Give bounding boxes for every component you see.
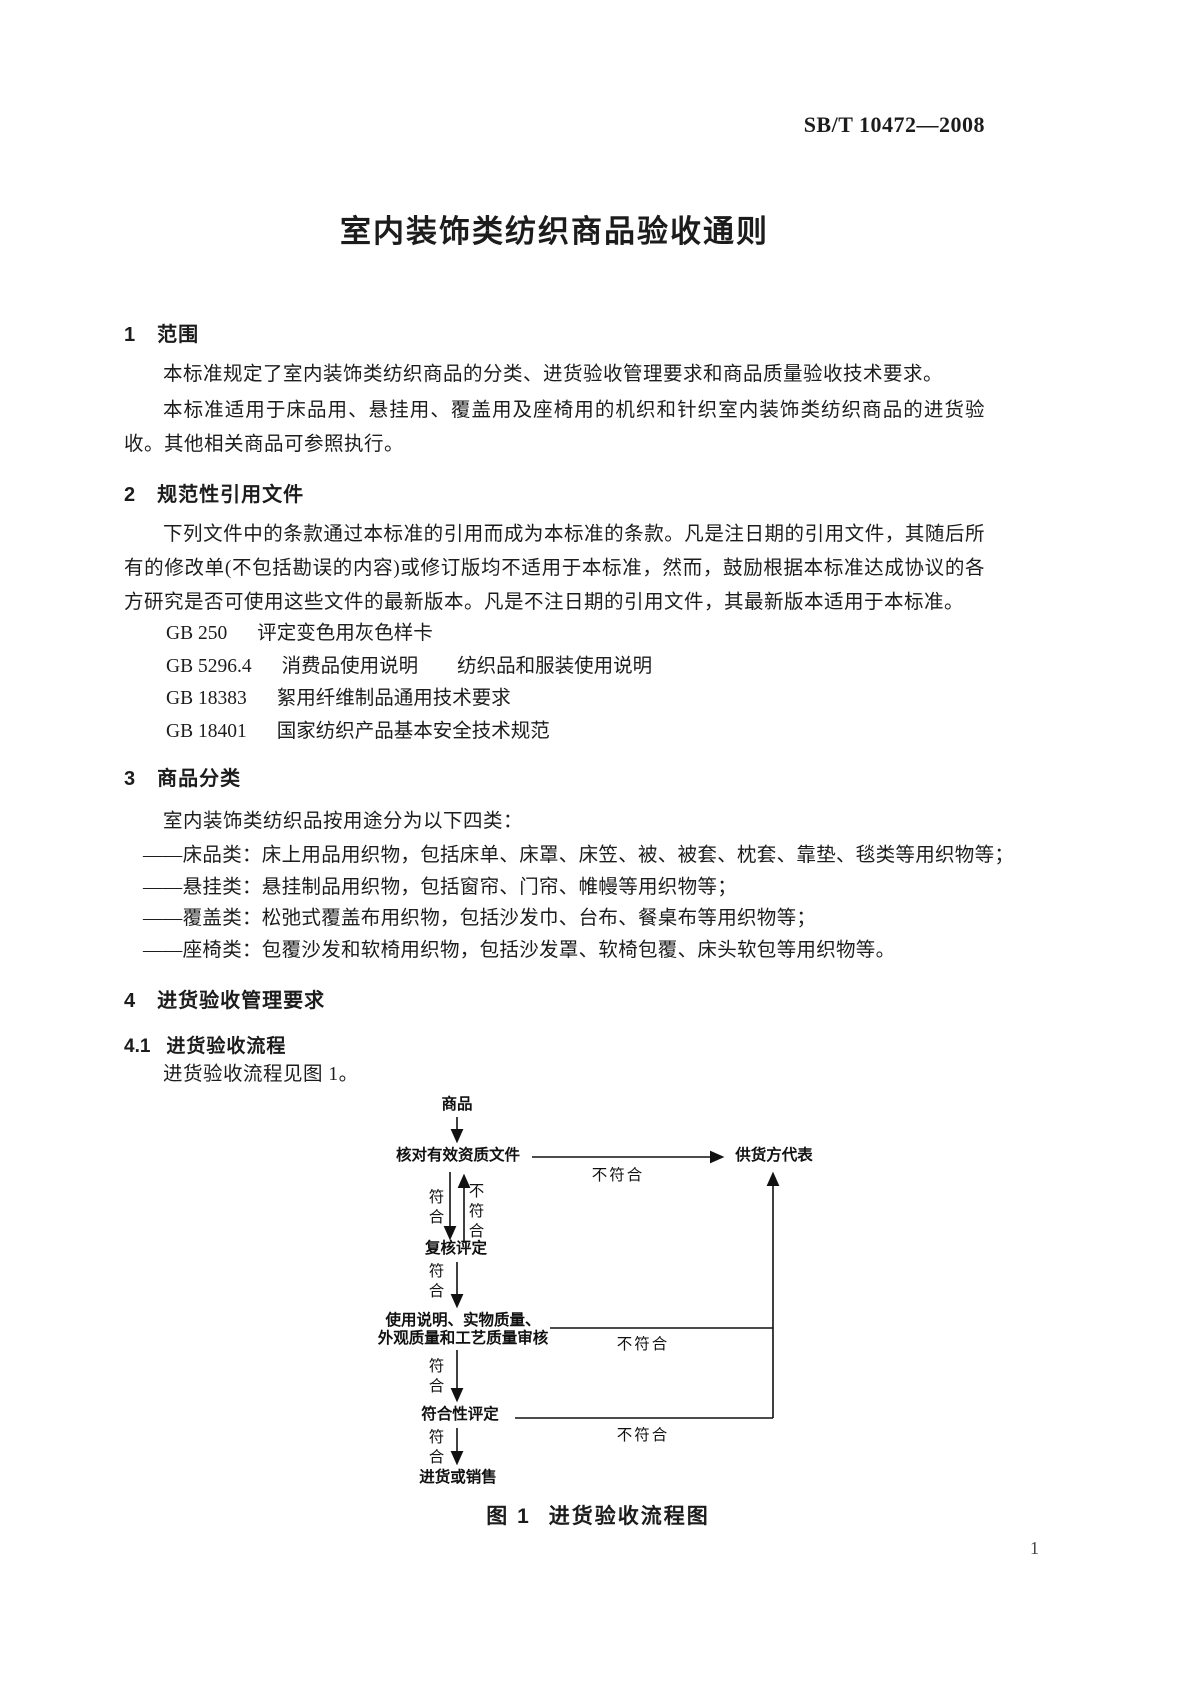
section-2-heading: 2 规范性引用文件: [124, 478, 304, 507]
reference-code: GB 18401: [166, 720, 247, 742]
section-4-title: 进货验收管理要求: [157, 990, 326, 1012]
figure-1-caption: 图 1 进货验收流程图: [486, 1500, 710, 1530]
flow-node-purchase-or-sale: 进货或销售: [419, 1469, 497, 1486]
flow-label-fail-vertical: 不符合: [468, 1183, 485, 1240]
classification-item-seating: ——座椅类：包覆沙发和软椅用织物，包括沙发罩、软椅包覆、床头软包等用织物等。: [143, 940, 896, 962]
classification-item-hanging: ——悬挂类：悬挂制品用织物，包括窗帘、门帘、帷幔等用织物等；: [143, 876, 738, 898]
section-1-number: 1: [124, 324, 136, 346]
classification-item-covering: ——覆盖类：松弛式覆盖布用织物，包括沙发巾、台布、餐桌布等用织物等；: [143, 908, 817, 930]
section-3-intro: 室内装饰类纺织品按用途分为以下四类：: [163, 811, 524, 832]
flow-label-pass-2: 符合: [428, 1263, 445, 1300]
section-1-title: 范围: [157, 324, 200, 346]
flow-node-quality-audit-line1: 使用说明、实物质量、: [385, 1312, 541, 1329]
reference-item: GB 18401 国家纺织产品基本安全技术规范: [166, 716, 966, 749]
section-2-title: 规范性引用文件: [157, 484, 305, 506]
section-1-paragraph-2: 本标准适用于床品用、悬挂用、覆盖用及座椅用的机织和针织室内装饰类纺织商品的进货验…: [124, 400, 985, 455]
reference-title: 消费品使用说明 纺织品和服装使用说明: [281, 655, 653, 677]
flow-label-fail-bottom: 不符合: [616, 1427, 670, 1444]
document-title: 室内装饰类纺织商品验收通则: [340, 214, 769, 249]
section-3-number: 3: [124, 768, 136, 790]
section-1-paragraph-1: 本标准规定了室内装饰类纺织商品的分类、进货验收管理要求和商品质量验收技术要求。: [163, 364, 944, 385]
flow-node-conformity-evaluation: 符合性评定: [421, 1406, 499, 1423]
section-4-heading: 4 进货验收管理要求: [124, 984, 325, 1013]
section-4-number: 4: [124, 990, 136, 1012]
flow-node-supplier-representative: 供货方代表: [735, 1147, 813, 1164]
reference-title: 评定变色用灰色样卡: [257, 623, 433, 644]
reference-code: GB 250: [166, 623, 228, 644]
flow-label-fail-mid: 不符合: [616, 1336, 670, 1353]
normative-references-list: GB 250 评定变色用灰色样卡 GB 5296.4 消费品使用说明 纺织品和服装使…: [166, 618, 966, 748]
flow-label-pass-3: 符合: [428, 1358, 445, 1395]
section-4-1-number: 4.1: [124, 1036, 151, 1057]
flow-node-quality-audit: 使用说明、实物质量、 外观质量和工艺质量审核: [378, 1312, 549, 1348]
classification-list: ——床品类：床上用品用织物，包括床单、床罩、床笠、被、被套、枕套、靠垫、毯类等用…: [143, 840, 1043, 967]
standard-code: SB/T 10472—2008: [803, 112, 985, 137]
section-2-paragraph-1: 下列文件中的条款通过本标准的引用而成为本标准的条款。凡是注日期的引用文件，其随后…: [124, 524, 985, 613]
flow-node-quality-audit-line2: 外观质量和工艺质量审核: [377, 1330, 549, 1347]
section-3-heading: 3 商品分类: [124, 762, 241, 791]
flow-label-pass-1: 符合: [428, 1189, 445, 1226]
flow-label-pass-4: 符合: [428, 1429, 445, 1466]
section-3-title: 商品分类: [157, 768, 242, 790]
page-number: 1: [1030, 1538, 1039, 1558]
flow-node-check-documents: 核对有效资质文件: [395, 1147, 521, 1164]
reference-title: 国家纺织产品基本安全技术规范: [276, 720, 550, 742]
section-1-heading: 1 范围: [124, 318, 199, 347]
flow-node-review: 复核评定: [424, 1240, 488, 1257]
reference-item: GB 250 评定变色用灰色样卡: [166, 618, 966, 651]
section-2-number: 2: [124, 484, 136, 506]
reference-code: GB 18383: [166, 688, 247, 709]
reference-title: 絮用纤维制品通用技术要求: [276, 688, 511, 709]
section-4-1-title: 进货验收流程: [166, 1036, 287, 1057]
flow-node-goods: 商品: [441, 1096, 473, 1113]
flow-label-fail-top: 不符合: [591, 1167, 645, 1184]
figure-1-label: 图 1: [486, 1505, 531, 1528]
figure-1-title: 进货验收流程图: [548, 1505, 710, 1528]
classification-item-bedding: ——床品类：床上用品用织物，包括床单、床罩、床笠、被、被套、枕套、靠垫、毯类等用…: [143, 845, 1015, 866]
reference-code: GB 5296.4: [166, 655, 252, 677]
section-4-1-paragraph: 进货验收流程见图 1。: [163, 1064, 359, 1085]
flowchart-connectors: [443, 1117, 780, 1466]
reference-item: GB 5296.4 消费品使用说明 纺织品和服装使用说明: [166, 651, 966, 684]
reference-item: GB 18383 絮用纤维制品通用技术要求: [166, 683, 966, 716]
section-4-1-heading: 4.1 进货验收流程: [124, 1031, 286, 1058]
